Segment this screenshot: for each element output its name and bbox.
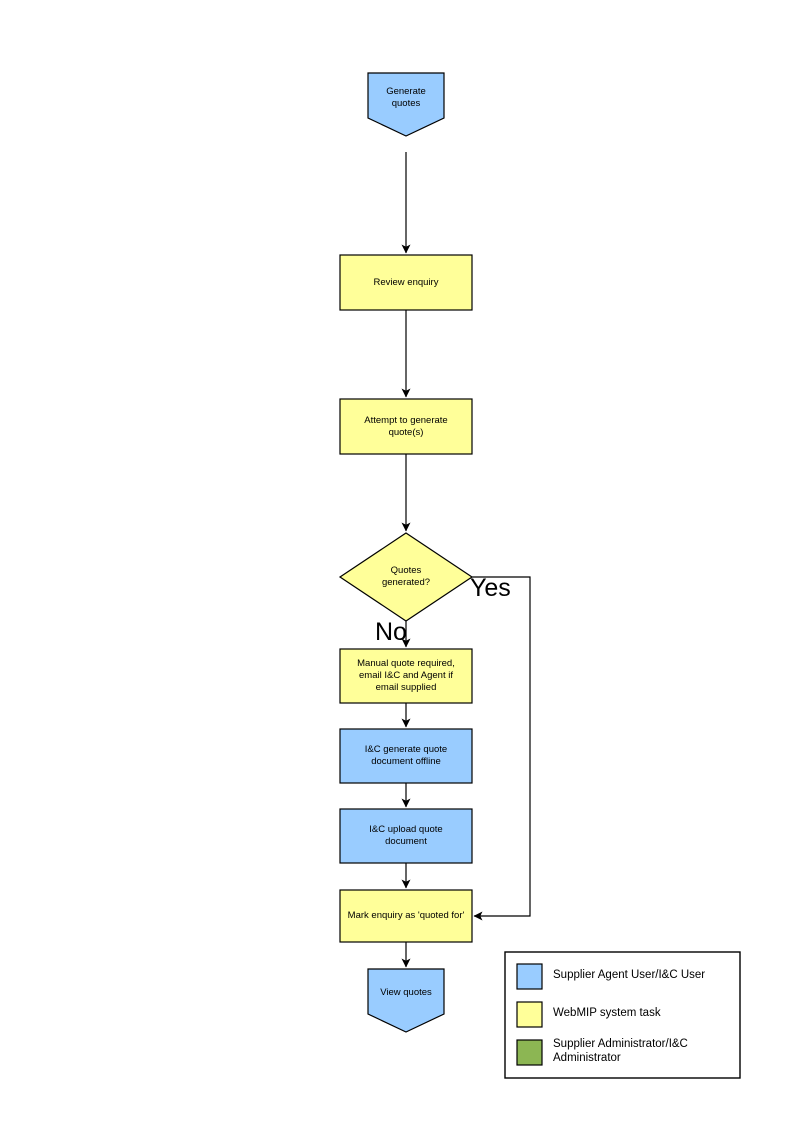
connector-group (401, 152, 531, 968)
branch-label-yes: Yes (470, 574, 511, 602)
legend-swatch-user (516, 963, 543, 990)
legend-border (504, 951, 741, 1079)
node-shape-rectangle (339, 728, 473, 784)
node-shape-rectangle (339, 398, 473, 455)
node-shape-pentagon (367, 968, 445, 1033)
branch-label-no: No (375, 618, 407, 646)
node-shape-rectangle (339, 889, 473, 943)
node-shape-pentagon (367, 72, 445, 137)
node-ic-generate-quote-document-offline[interactable] (339, 728, 473, 784)
node-manual-quote-required[interactable] (339, 648, 473, 704)
legend-panel (504, 951, 741, 1079)
node-generate-quotes[interactable] (367, 72, 445, 137)
node-ic-upload-quote-document[interactable] (339, 808, 473, 864)
node-shape-rectangle (339, 648, 473, 704)
legend-swatch-administrator (516, 1039, 543, 1066)
node-shape-diamond (338, 532, 474, 622)
node-review-enquiry[interactable] (339, 254, 473, 311)
node-attempt-to-generate-quotes[interactable] (339, 398, 473, 455)
node-mark-enquiry-as-quoted-for[interactable] (339, 889, 473, 943)
node-quotes-generated[interactable] (338, 532, 474, 622)
node-shape-rectangle (339, 254, 473, 311)
node-view-quotes[interactable] (367, 968, 445, 1033)
legend-label-system: WebMIP system task (553, 1007, 661, 1019)
legend-label-administrator: Supplier Administrator/I&C Administrator (553, 1038, 688, 1064)
edge-quotes-generated-yes-to-mark-enquiry (472, 576, 531, 921)
legend-label-user: Supplier Agent User/I&C User (553, 969, 706, 981)
node-shape-rectangle (339, 808, 473, 864)
legend-swatch-system (516, 1001, 543, 1028)
